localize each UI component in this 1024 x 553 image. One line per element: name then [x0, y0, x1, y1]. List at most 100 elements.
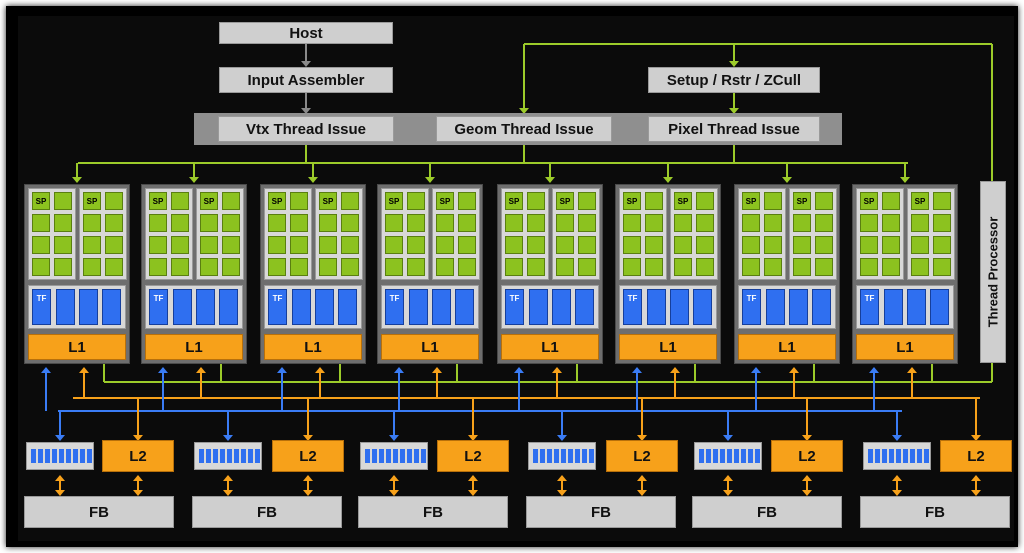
rop-unit	[26, 442, 94, 470]
stream-processor	[32, 258, 50, 276]
stream-processor	[171, 192, 189, 210]
rop-cell	[386, 449, 391, 463]
rop-unit	[528, 442, 596, 470]
l1-cache: L1	[381, 334, 479, 360]
stream-processor	[436, 236, 454, 254]
stream-processor	[385, 214, 403, 232]
arrow-head	[723, 475, 733, 481]
tf-label: TF	[742, 289, 761, 325]
l1-cache: L1	[264, 334, 362, 360]
rop-cell	[52, 449, 57, 463]
stream-processor	[319, 236, 337, 254]
arrow-head	[303, 490, 313, 496]
rop-cell	[755, 449, 760, 463]
sp-group: SP	[619, 188, 667, 280]
texture-filter-row: TF	[501, 285, 599, 329]
stream-processor	[764, 258, 782, 276]
sp-label: SP	[436, 192, 454, 210]
stream-processor	[290, 214, 308, 232]
thread-processor-box: Thread Processor	[980, 181, 1006, 363]
stream-processor	[556, 236, 574, 254]
tf-label: TF	[32, 289, 51, 325]
arrow-head	[637, 475, 647, 481]
stream-processor	[645, 258, 663, 276]
stream-processor	[793, 214, 811, 232]
stream-processor	[815, 214, 833, 232]
rop-cell	[734, 449, 739, 463]
rop-cell	[372, 449, 377, 463]
rop-cell	[414, 449, 419, 463]
stream-processor	[527, 236, 545, 254]
sp-label: SP	[149, 192, 167, 210]
stream-processor	[911, 258, 929, 276]
arrow-head	[557, 435, 567, 441]
rop-cell	[924, 449, 929, 463]
stream-processor	[105, 214, 123, 232]
arrow-head	[892, 475, 902, 481]
rop-cell	[589, 449, 594, 463]
rop-cell	[882, 449, 887, 463]
arrow-head	[971, 435, 981, 441]
arrow-head	[637, 490, 647, 496]
arrow-head	[72, 177, 82, 183]
rop-cell	[727, 449, 732, 463]
arrow-head	[552, 367, 562, 373]
arrow-head	[308, 177, 318, 183]
rop-cell	[38, 449, 43, 463]
stream-processor	[527, 258, 545, 276]
arrow-head	[557, 490, 567, 496]
stream-processor	[171, 236, 189, 254]
l2-cache: L2	[940, 440, 1012, 472]
arrow-head	[301, 108, 311, 114]
stream-processor	[527, 214, 545, 232]
stream-processor	[32, 236, 50, 254]
stream-processor	[105, 192, 123, 210]
arrow-head	[892, 435, 902, 441]
arrow-head	[782, 177, 792, 183]
stream-processor	[674, 236, 692, 254]
sp-group: SP	[196, 188, 244, 280]
arrow-head	[802, 435, 812, 441]
arrow-head	[389, 490, 399, 496]
tf-label: TF	[385, 289, 404, 325]
stream-processor	[578, 214, 596, 232]
texture-filter-unit	[647, 289, 666, 325]
sp-group: SP	[79, 188, 127, 280]
sp-group: SP	[789, 188, 837, 280]
l2-cache: L2	[437, 440, 509, 472]
arrow-head	[223, 475, 233, 481]
stream-processor	[385, 236, 403, 254]
sp-label: SP	[911, 192, 929, 210]
texture-filter-unit	[789, 289, 808, 325]
connection-wires	[41, 43, 993, 496]
arrow-head	[223, 435, 233, 441]
stream-processor	[458, 258, 476, 276]
stream-processor	[793, 258, 811, 276]
stream-processor	[407, 214, 425, 232]
tf-label: TF	[860, 289, 879, 325]
stream-processor	[578, 258, 596, 276]
host-box: Host	[219, 22, 393, 44]
stream-processor	[222, 258, 240, 276]
stream-processor	[171, 214, 189, 232]
stream-processor	[696, 236, 714, 254]
texture-filter-row: TF	[738, 285, 836, 329]
stream-processor	[578, 236, 596, 254]
stream-processor	[385, 258, 403, 276]
stream-processor	[556, 214, 574, 232]
arrow-head	[394, 367, 404, 373]
texture-filter-unit	[884, 289, 903, 325]
frame-buffer: FB	[526, 496, 676, 528]
sp-label: SP	[385, 192, 403, 210]
arrow-head	[802, 475, 812, 481]
arrow-head	[971, 490, 981, 496]
arrow-head	[663, 177, 673, 183]
rop-cell	[87, 449, 92, 463]
sp-label: SP	[623, 192, 641, 210]
arrow-head	[133, 490, 143, 496]
stream-processor	[933, 214, 951, 232]
stream-processor	[149, 258, 167, 276]
stream-processor	[645, 236, 663, 254]
